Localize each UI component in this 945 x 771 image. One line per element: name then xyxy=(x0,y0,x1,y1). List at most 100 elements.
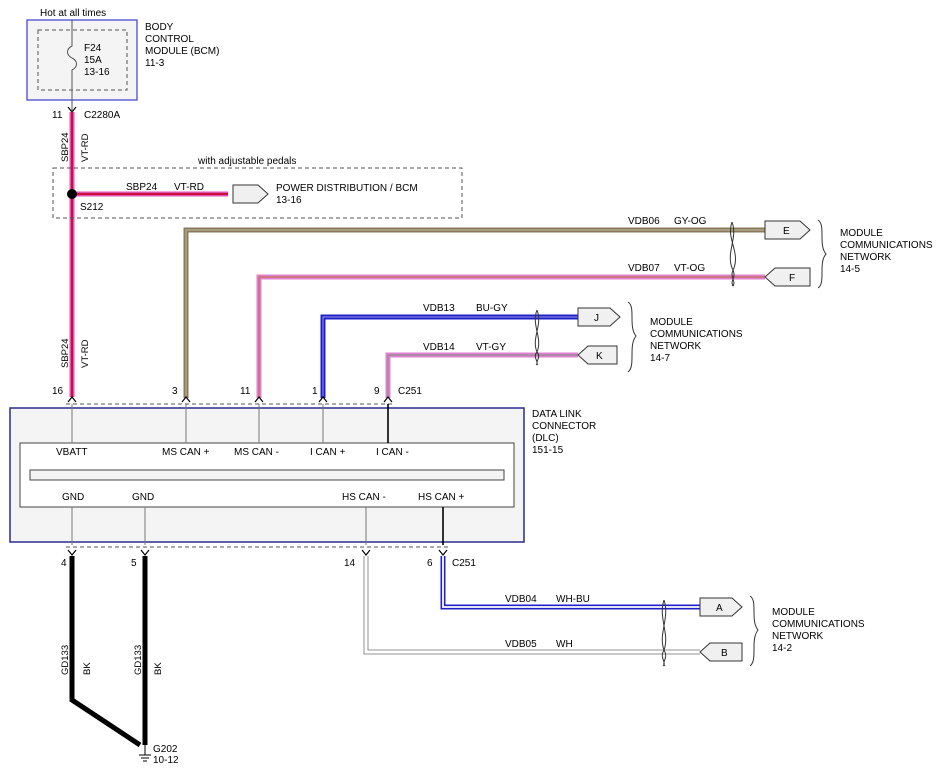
fuse-id: F24 xyxy=(84,43,102,54)
dlc-title-1: DATA LINK xyxy=(532,409,582,420)
circuit-vdb05: VDB05 xyxy=(505,639,537,650)
color-gyog: GY-OG xyxy=(674,216,707,227)
pin-11-bcm: 11 xyxy=(52,110,63,121)
pin-9: 9 xyxy=(374,386,380,397)
connector-c251-top: C251 xyxy=(398,386,422,397)
offpage-arrow-power-distribution xyxy=(232,184,269,204)
dlc-pin-hs-can-minus: HS CAN - xyxy=(342,492,386,503)
fuse-rating: 15A xyxy=(84,55,102,66)
pin-4: 4 xyxy=(61,558,67,569)
wire-gd133-pin4 xyxy=(69,556,142,748)
offpage-connector-e xyxy=(764,220,811,240)
color-vtgy: VT-GY xyxy=(476,342,506,353)
color-whbu: WH-BU xyxy=(556,594,590,605)
dlc-pin-gnd-2: GND xyxy=(132,492,154,503)
offpage-connector-k xyxy=(577,345,618,365)
fuse-icon xyxy=(67,20,77,100)
ground-label: G202 xyxy=(153,744,178,755)
network-bracket-1 xyxy=(817,219,827,289)
network1-line2: COMMUNICATIONS xyxy=(840,240,933,251)
network-bracket-3 xyxy=(749,595,759,667)
color-bk-1: BK xyxy=(82,662,93,675)
dlc-pin-i-can-plus: I CAN + xyxy=(310,447,345,458)
bcm-title-3: MODULE (BCM) xyxy=(145,46,219,57)
color-vtrd-lower: VT-RD xyxy=(80,339,91,368)
dlc-pin-gnd-1: GND xyxy=(62,492,84,503)
pin-3: 3 xyxy=(172,386,178,397)
circuit-sbp24-upper: SBP24 xyxy=(60,132,71,162)
dlc-title-3: (DLC) xyxy=(532,433,559,444)
network2-line3: NETWORK xyxy=(650,341,701,352)
network1-line4: 14-5 xyxy=(840,264,860,275)
network1-line3: NETWORK xyxy=(840,252,891,263)
network3-line1: MODULE xyxy=(772,607,815,618)
dlc-title-2: CONNECTOR xyxy=(532,421,596,432)
color-vtrd-upper: VT-RD xyxy=(80,133,91,162)
network-bracket-2 xyxy=(627,301,637,373)
splice-s212 xyxy=(67,189,77,199)
offpage-connector-a xyxy=(699,597,743,617)
circuit-gd133-1: GD133 xyxy=(60,645,71,675)
circuit-vdb04: VDB04 xyxy=(505,594,537,605)
dlc-title-4: 151-15 xyxy=(532,445,564,456)
color-bugy: BU-GY xyxy=(476,303,508,314)
circuit-vdb07: VDB07 xyxy=(628,263,660,274)
dlc-pin-ms-can-minus: MS CAN - xyxy=(234,447,279,458)
network2-line1: MODULE xyxy=(650,317,693,328)
connector-c2280a: C2280A xyxy=(84,110,120,121)
circuit-sbp24-lower: SBP24 xyxy=(60,338,71,368)
pin-1: 1 xyxy=(312,386,318,397)
offpage-b-label: B xyxy=(721,648,728,659)
offpage-connector-b xyxy=(699,642,743,662)
circuit-vdb06: VDB06 xyxy=(628,216,660,227)
circuit-vdb13: VDB13 xyxy=(423,303,455,314)
bcm-title-1: BODY xyxy=(145,22,174,33)
twisted-pair-icon xyxy=(730,221,736,287)
dlc-pin-i-can-minus: I CAN - xyxy=(376,447,409,458)
hot-at-all-times-label: Hot at all times xyxy=(40,8,106,19)
color-bk-2: BK xyxy=(153,662,164,675)
network3-line4: 14-2 xyxy=(772,643,792,654)
ground-ref: 10-12 xyxy=(153,755,179,766)
splice-label: S212 xyxy=(80,202,104,213)
offpage-connector-j xyxy=(577,307,621,327)
dlc-pin-hs-can-plus: HS CAN + xyxy=(418,492,465,503)
offpage-f-label: F xyxy=(789,273,795,284)
pin-6: 6 xyxy=(427,558,433,569)
circuit-sbp24-branch: SBP24 xyxy=(126,182,158,193)
bcm-title-2: CONTROL xyxy=(145,34,194,45)
offpage-e-label: E xyxy=(783,226,790,237)
pin-11-dlc: 11 xyxy=(240,386,251,397)
fuse-ref: 13-16 xyxy=(84,67,110,78)
offpage-k-label: K xyxy=(596,351,603,362)
pin-5: 5 xyxy=(131,558,137,569)
network1-line1: MODULE xyxy=(840,228,883,239)
wire-vdb06 xyxy=(183,227,765,398)
pin-14: 14 xyxy=(344,558,356,569)
offpage-a-label: A xyxy=(716,603,723,614)
adjustable-pedals-note: with adjustable pedals xyxy=(197,156,296,167)
ground-icon xyxy=(139,745,151,762)
bcm-box xyxy=(26,19,138,101)
network3-line2: COMMUNICATIONS xyxy=(772,619,865,630)
dlc-pin-ms-can-plus: MS CAN + xyxy=(162,447,210,458)
color-vtog: VT-OG xyxy=(674,263,705,274)
bcm-title-4: 11-3 xyxy=(145,58,165,69)
connector-c251-bottom: C251 xyxy=(452,558,476,569)
power-distribution-title: POWER DISTRIBUTION / BCM xyxy=(276,183,418,194)
color-vtrd-branch: VT-RD xyxy=(174,182,204,193)
network2-line4: 14-7 xyxy=(650,353,670,364)
pin-arrows-bottom xyxy=(67,549,448,556)
offpage-connector-f xyxy=(764,267,811,287)
offpage-j-label: J xyxy=(594,313,599,324)
power-distribution-ref: 13-16 xyxy=(276,195,302,206)
pin-16: 16 xyxy=(52,386,64,397)
pin-arrows-top xyxy=(67,396,393,403)
color-wh: WH xyxy=(556,639,573,650)
network2-line2: COMMUNICATIONS xyxy=(650,329,743,340)
network3-line3: NETWORK xyxy=(772,631,823,642)
dlc-pin-vbatt: VBATT xyxy=(56,447,87,458)
circuit-vdb14: VDB14 xyxy=(423,342,455,353)
circuit-gd133-2: GD133 xyxy=(133,645,144,675)
